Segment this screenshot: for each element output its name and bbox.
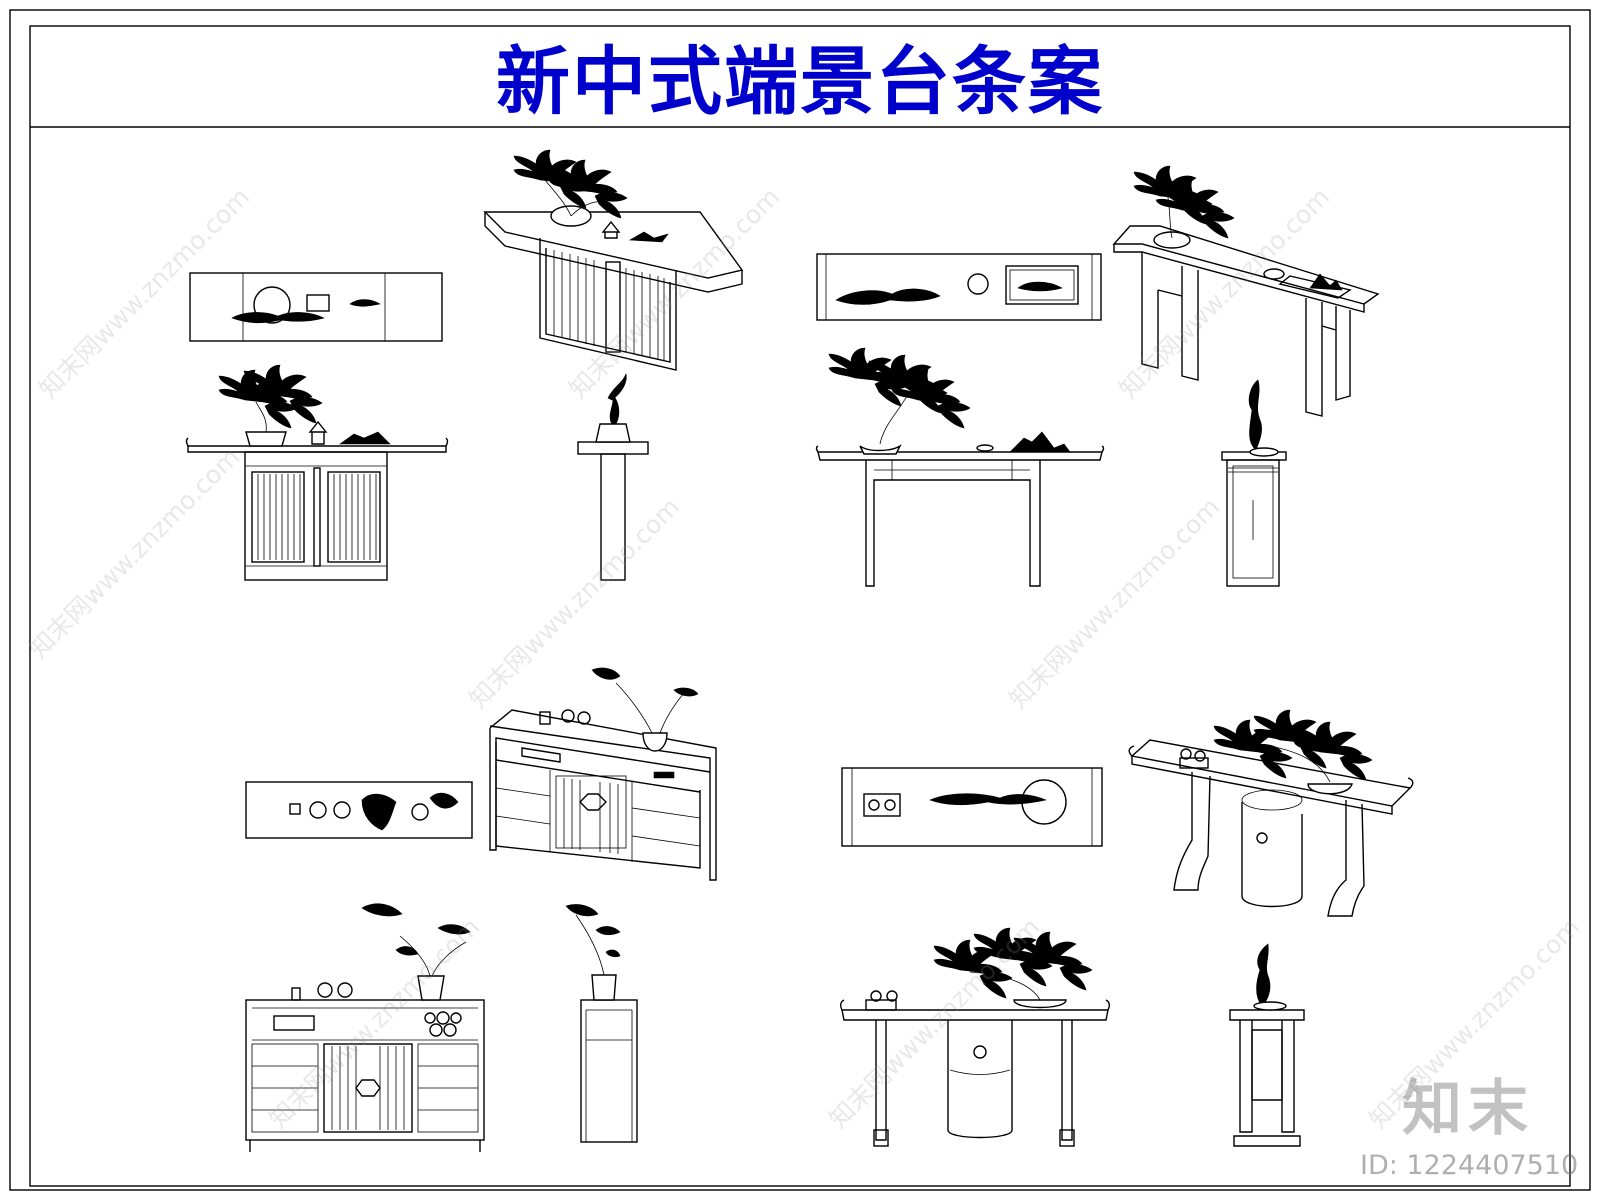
group-c-perspective-view bbox=[489, 667, 717, 881]
group-d-front-view bbox=[839, 927, 1111, 1147]
group-a-perspective-view bbox=[483, 149, 744, 371]
drawing-title: 新中式端景台条案 bbox=[496, 39, 1104, 125]
group-d-perspective-view bbox=[1128, 709, 1414, 917]
group-a-front-view bbox=[185, 364, 449, 581]
group-b-perspective-view bbox=[1112, 165, 1380, 417]
group-d-plan-view bbox=[841, 767, 1103, 847]
group-c-side-view bbox=[565, 904, 638, 1143]
group-b-front-view bbox=[815, 347, 1105, 587]
inner-border bbox=[29, 25, 1571, 1187]
group-a-side-view bbox=[577, 372, 649, 581]
group-b-plan-view bbox=[816, 253, 1102, 321]
group-d-side-view bbox=[1229, 943, 1305, 1147]
outer-border bbox=[9, 9, 1591, 1191]
brand-logo: 知末 bbox=[1402, 1074, 1534, 1144]
group-b-side-view bbox=[1221, 379, 1287, 587]
group-a-plan-view bbox=[189, 272, 443, 342]
group-c-plan-view bbox=[245, 781, 473, 839]
image-id: ID: 1224407510 bbox=[1360, 1150, 1579, 1181]
group-c-front-view bbox=[245, 903, 485, 1152]
